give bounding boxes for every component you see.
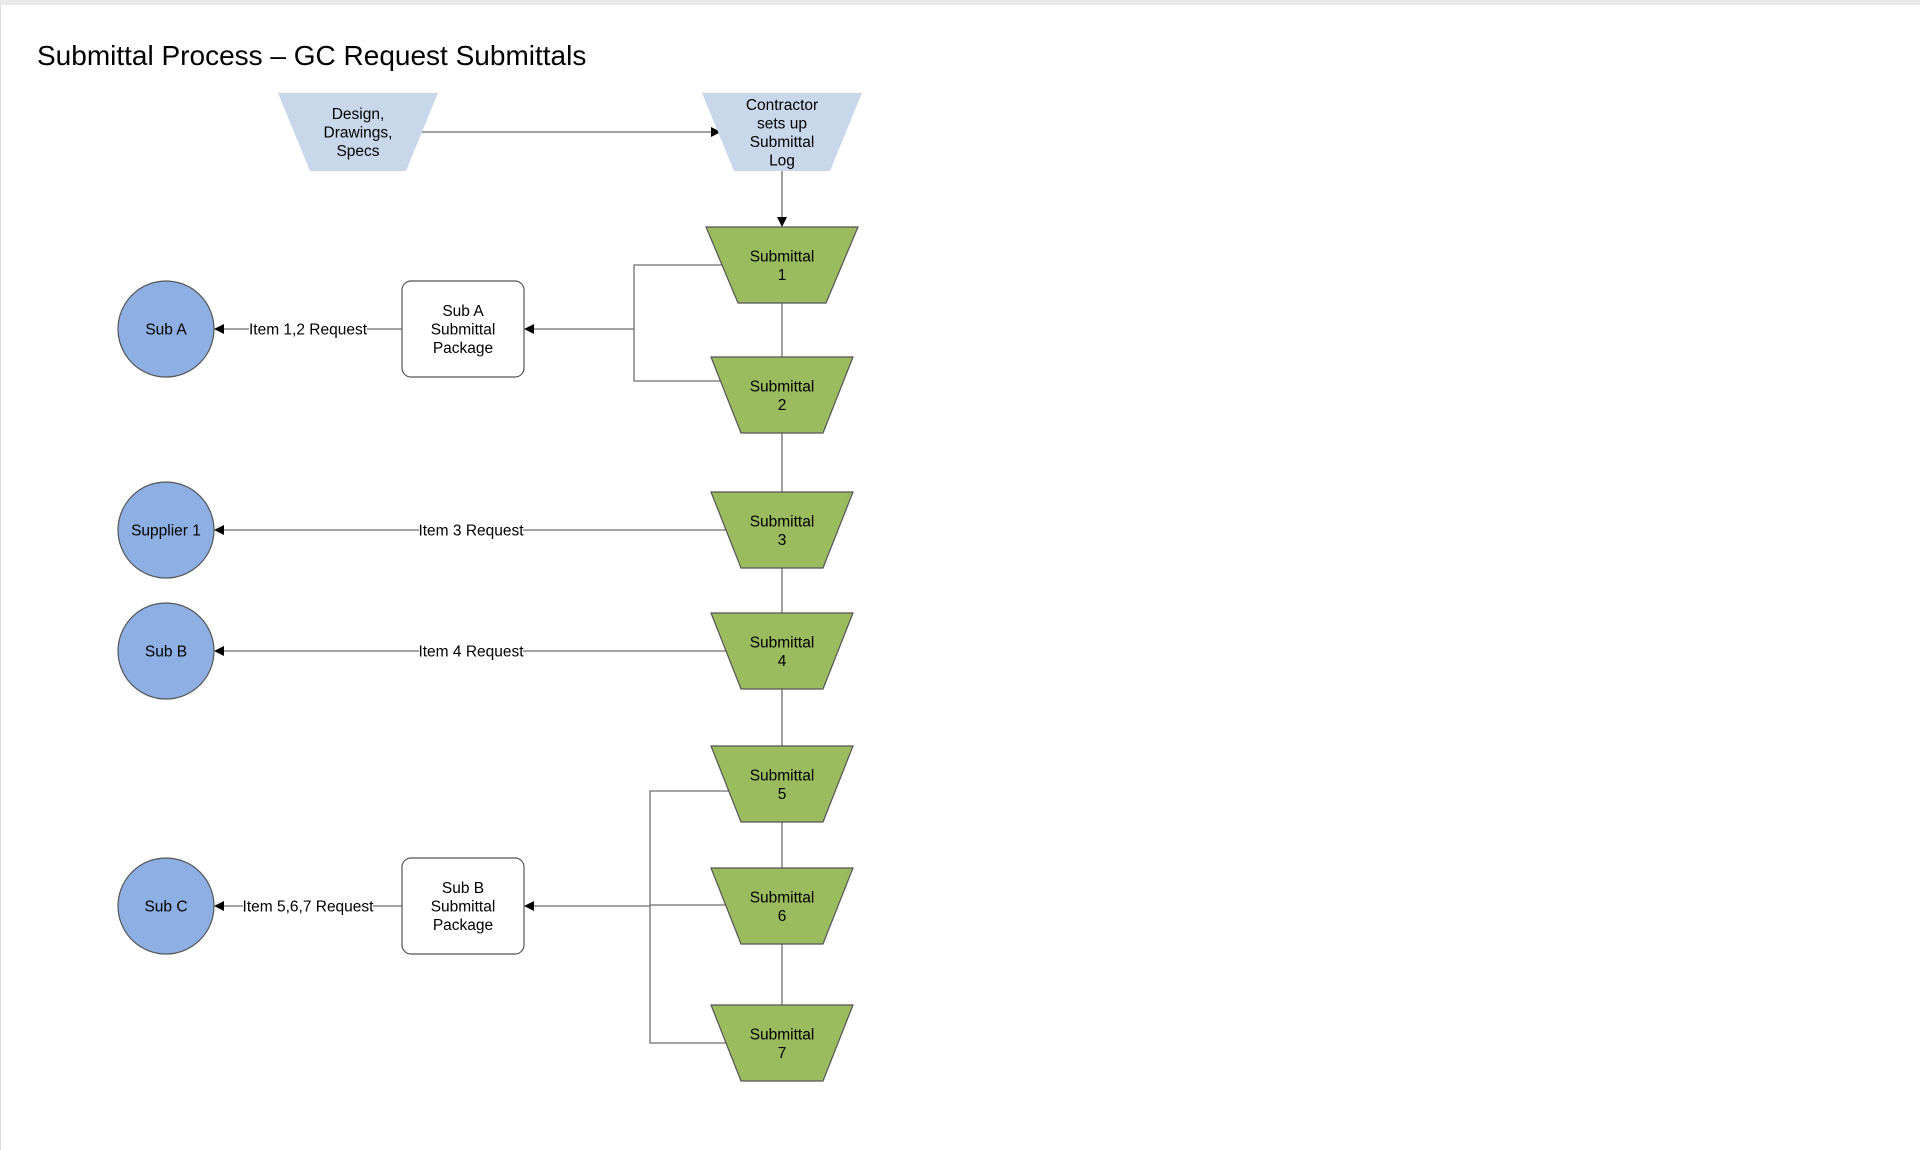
sub-c-label-line: Sub C <box>144 899 187 916</box>
submittal-log-label-line: sets up <box>757 115 807 132</box>
node-submittal-1[interactable]: Submittal 1 <box>705 226 859 304</box>
arrowhead-to-sub-a <box>214 324 224 334</box>
submittal-5-label-line: 5 <box>778 786 787 803</box>
node-design-specs[interactable]: Design, Drawings,Specs <box>278 93 438 171</box>
arrowhead-to-supplier-1 <box>214 525 224 535</box>
node-supplier-1[interactable]: Supplier 1 <box>117 481 215 579</box>
node-submittal-3[interactable]: Submittal 3 <box>710 491 854 569</box>
submittal-3-label-line: Submittal <box>750 513 815 530</box>
sub-b-package-label-line: Package <box>433 917 493 934</box>
submittal-log-label-line: Submittal <box>750 134 815 151</box>
sub-b-package-label-line: Submittal <box>431 899 496 916</box>
edge-label-text: Item 4 Request <box>418 644 524 661</box>
submittal-log-label-line: Contractor <box>746 97 818 114</box>
edge-submittals-5-7-bracket <box>649 790 738 1044</box>
supplier-1-label-line: Supplier 1 <box>131 523 201 540</box>
arrowhead-to-sub-b-package <box>524 901 534 911</box>
sub-a-package-shape <box>401 280 525 378</box>
submittal-7-shape <box>710 1004 854 1082</box>
design-specs-label-line: Drawings, <box>324 125 393 142</box>
top-strip <box>0 0 1920 5</box>
submittal-5-label-line: Submittal <box>750 767 815 784</box>
edge-label-text: Item 1,2 Request <box>249 322 368 339</box>
sub-a-package-label-line: Submittal <box>431 322 496 339</box>
node-sub-b[interactable]: Sub B <box>117 602 215 700</box>
submittal-6-label-line: Submittal <box>750 889 815 906</box>
submittal-2-label-line: Submittal <box>750 378 815 395</box>
edge-label-background <box>419 641 523 661</box>
submittal-1-label-line: 1 <box>778 267 787 284</box>
submittal-4-shape <box>710 612 854 690</box>
node-submittal-5[interactable]: Submittal 5 <box>710 745 854 823</box>
submittal-5-shape <box>710 745 854 823</box>
sub-b-package-label-line: Sub B <box>442 880 484 897</box>
node-sub-c[interactable]: Sub C <box>117 857 215 955</box>
arrowhead-to-sub-a-package <box>524 324 534 334</box>
submittal-2-label-line: 2 <box>778 397 787 414</box>
design-specs-label-line: Specs <box>336 143 379 160</box>
supplier-1-shape <box>117 481 215 579</box>
page-title: Submittal Process – GC Request Submittal… <box>37 40 587 71</box>
sub-a-package-label-line: Package <box>433 340 493 357</box>
edge-submittals-1-2-bracket <box>633 264 722 382</box>
design-specs-label-line: Design, <box>332 106 385 123</box>
submittal-log-label-line: Log <box>769 152 795 169</box>
edge-label-background <box>243 896 373 916</box>
arrowhead-to-sub-b <box>214 646 224 656</box>
edge-label-background <box>419 520 523 540</box>
submittal-6-shape <box>710 867 854 945</box>
submittal-2-shape <box>710 356 854 434</box>
sub-c-shape <box>117 857 215 955</box>
edge-label-background <box>249 319 367 339</box>
edge-label-text: Item 3 Request <box>418 523 524 540</box>
node-sub-a[interactable]: Sub A <box>117 280 215 378</box>
arrowhead-to-sub-c <box>214 901 224 911</box>
node-submittal-6[interactable]: Submittal 6 <box>710 867 854 945</box>
arrowhead-log-to-submittal-1 <box>777 217 787 227</box>
submittal-4-label-line: 4 <box>778 653 787 670</box>
submittal-log-shape <box>702 93 862 171</box>
submittal-7-label-line: 7 <box>778 1045 787 1062</box>
sub-b-shape <box>117 602 215 700</box>
sub-b-label-line: Sub B <box>145 644 187 661</box>
design-specs-shape <box>278 93 438 171</box>
canvas-left-edge <box>0 5 1 1150</box>
submittal-3-shape <box>710 491 854 569</box>
submittal-3-label-line: 3 <box>778 532 787 549</box>
node-submittal-2[interactable]: Submittal 2 <box>710 356 854 434</box>
node-submittal-7[interactable]: Submittal 7 <box>710 1004 854 1082</box>
submittal-4-label-line: Submittal <box>750 634 815 651</box>
edge-label-item-4: Item 4 Request <box>418 641 524 661</box>
edge-label-text: Item 5,6,7 Request <box>243 899 375 916</box>
sub-a-package-label-line: Sub A <box>442 303 484 320</box>
submittal-7-label-line: Submittal <box>750 1026 815 1043</box>
node-submittal-4[interactable]: Submittal 4 <box>710 612 854 690</box>
submittal-1-shape <box>705 226 859 304</box>
arrowhead-design-to-log <box>711 127 721 137</box>
submittal-1-label-line: Submittal <box>750 248 815 265</box>
sub-a-shape <box>117 280 215 378</box>
edge-label-item-5-6-7: Item 5,6,7 Request <box>243 896 375 916</box>
sub-b-package-shape <box>401 857 525 955</box>
sub-a-label-line: Sub A <box>145 322 187 339</box>
submittal-6-label-line: 6 <box>778 908 787 925</box>
edge-label-item-3: Item 3 Request <box>418 520 524 540</box>
edge-label-item-1-2: Item 1,2 Request <box>249 319 368 339</box>
